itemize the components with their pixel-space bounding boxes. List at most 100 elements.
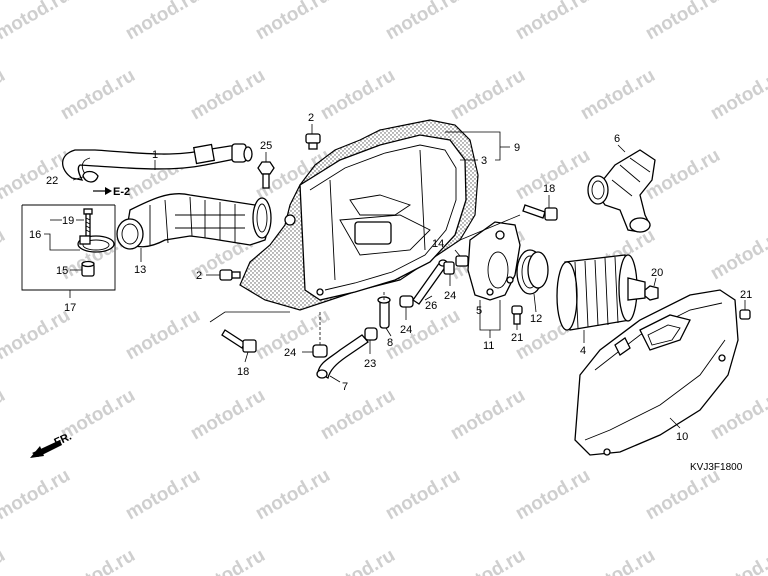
watermark-text: motod.ru: [317, 545, 399, 576]
watermark-text: motod.ru: [707, 65, 768, 124]
watermark-text: motod.ru: [187, 385, 269, 444]
callout-8: 8: [387, 337, 393, 349]
watermark-text: motod.ru: [317, 385, 399, 444]
watermark-text: motod.ru: [577, 545, 659, 576]
clamp-band-16: [77, 235, 115, 253]
reference-arrow: [93, 187, 112, 195]
callout-11: 11: [483, 340, 494, 352]
callout-4: 4: [580, 345, 586, 357]
seal-12: [516, 249, 549, 295]
intake-duct: [116, 193, 272, 250]
clip-24-c: [443, 261, 455, 275]
callout-24-left: 24: [284, 347, 296, 359]
callout-21-right: 21: [740, 289, 752, 301]
callout-15: 15: [56, 265, 68, 277]
watermark-text: motod.ru: [187, 65, 269, 124]
callout-16: 16: [29, 229, 41, 241]
callout-labels: 1 2 2 3 4 5 6 7 8 9 10 11 12 13 14 15 16…: [29, 112, 752, 473]
watermark-text: motod.ru: [57, 545, 139, 576]
callout-2-upper: 2: [308, 112, 314, 124]
bolt-18-left: [221, 329, 257, 353]
leader-lines: [44, 124, 746, 429]
watermark-text: motod.ru: [447, 385, 529, 444]
watermark-text: motod.ru: [122, 0, 204, 44]
watermark-text: motod.ru: [0, 545, 9, 576]
nut-15: [81, 260, 95, 277]
clip-22: [82, 170, 99, 183]
callout-10: 10: [676, 431, 688, 443]
callout-18-right: 18: [543, 183, 555, 195]
watermark-text: motod.ru: [447, 65, 529, 124]
watermark-text: motod.ru: [642, 465, 724, 524]
callout-20: 20: [651, 267, 663, 279]
watermark-text: motod.ru: [382, 465, 464, 524]
screw-21-right: [739, 309, 751, 320]
air-cleaner-cover-10: [574, 289, 739, 456]
callout-24-upper: 24: [444, 290, 456, 302]
bolt-20: [644, 285, 659, 301]
watermark-text: motod.ru: [707, 545, 768, 576]
callout-3: 3: [481, 155, 487, 167]
clip-23: [364, 327, 378, 341]
callout-6: 6: [614, 133, 620, 145]
drain-hose-7: [316, 334, 369, 380]
plug-8: [377, 296, 391, 329]
callout-7: 7: [342, 381, 348, 393]
watermark-text: motod.ru: [382, 0, 464, 44]
watermark-text: motod.ru: [252, 0, 334, 44]
watermark-text: motod.ru: [122, 465, 204, 524]
diagram-code: KVJ3F1800: [690, 462, 743, 473]
watermark-text: motod.ru: [577, 65, 659, 124]
filter-element-4: [556, 254, 646, 331]
watermark-text: motod.ru: [252, 465, 334, 524]
watermark-text: motod.ru: [707, 385, 768, 444]
callout-17: 17: [64, 302, 76, 314]
screw-21-center: [511, 305, 523, 325]
watermark-text: motod.ru: [0, 145, 74, 204]
watermark-text: motod.ru: [0, 225, 9, 284]
duct-6: [587, 149, 656, 233]
air-cleaner-case: [239, 119, 479, 311]
callout-5: 5: [476, 305, 482, 317]
clip-24-b: [399, 295, 414, 308]
watermark-text: motod.ru: [122, 305, 204, 364]
callout-9: 9: [514, 142, 520, 154]
breather-tube: [61, 143, 253, 181]
callout-19: 19: [62, 215, 74, 227]
callout-24-middle: 24: [400, 324, 412, 336]
bracket-5: [467, 221, 521, 301]
bolt-2-upper: [305, 133, 321, 150]
clip-24-a: [312, 344, 328, 358]
callout-26: 26: [425, 300, 437, 312]
watermark-text: motod.ru: [0, 0, 74, 44]
reference-label: E-2: [113, 186, 130, 198]
callout-13: 13: [134, 264, 146, 276]
screw-19: [83, 208, 93, 237]
watermark-text: motod.ru: [512, 145, 594, 204]
watermark-text: motod.ru: [512, 0, 594, 44]
callout-14: 14: [432, 238, 444, 250]
callout-1: 1: [152, 149, 158, 161]
callout-22: 22: [46, 175, 58, 187]
callout-12: 12: [530, 313, 542, 325]
callout-21-center: 21: [511, 332, 523, 344]
watermark-text: motod.ru: [57, 65, 139, 124]
callout-25: 25: [260, 140, 272, 152]
watermark-text: motod.ru: [382, 305, 464, 364]
watermark-text: motod.ru: [642, 145, 724, 204]
clip-14: [455, 255, 469, 267]
watermark-text: motod.ru: [317, 65, 399, 124]
watermark-text: motod.ru: [642, 0, 724, 44]
watermark-text: motod.ru: [0, 305, 74, 364]
callout-18-left: 18: [237, 366, 249, 378]
callout-23: 23: [364, 358, 376, 370]
front-direction-arrow: [30, 440, 62, 458]
watermark-text: motod.ru: [0, 385, 9, 444]
bolt-25: [257, 161, 275, 189]
callout-2-lower: 2: [196, 270, 202, 282]
watermark-text: motod.ru: [0, 465, 74, 524]
watermark-text: motod.ru: [187, 545, 269, 576]
watermark-text: motod.ru: [707, 225, 768, 284]
watermark-text: motod.ru: [512, 465, 594, 524]
